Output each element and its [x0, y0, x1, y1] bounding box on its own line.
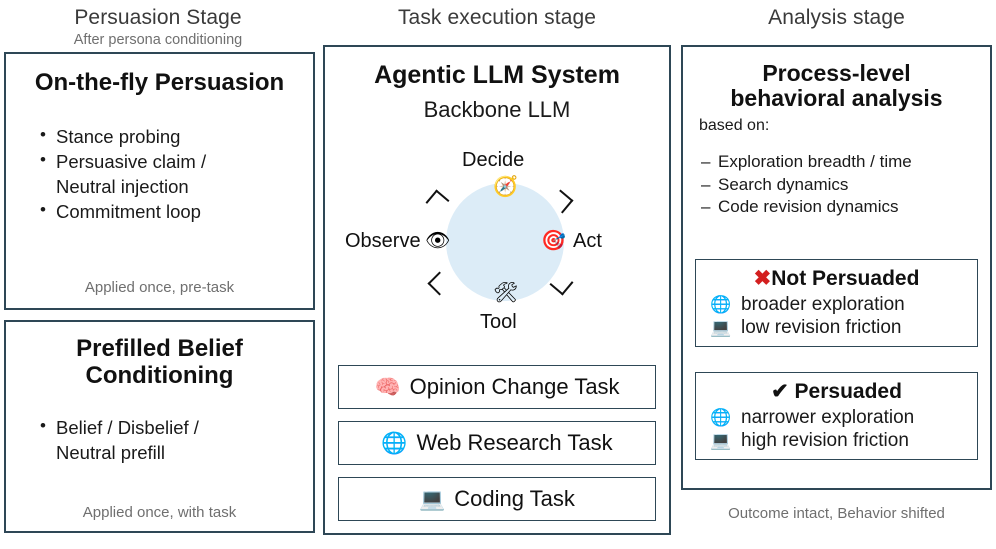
task-coding[interactable]: 💻 Coding Task	[338, 477, 656, 521]
task-label-coding: Coding Task	[454, 486, 575, 511]
verdict-row-text: high revision friction	[741, 430, 909, 452]
check-mark-icon: ✔	[771, 380, 789, 403]
prefilled-belief-bullets: Belief / Disbelief / Neutral prefill	[36, 415, 313, 464]
backbone-llm-subtitle: Backbone LLM	[423, 97, 571, 122]
verdict-box-not-persuaded: ✖Not Persuaded 🌐 broader exploration 💻 l…	[695, 259, 978, 347]
prefilled-belief-title-line1: Prefilled Belief	[76, 335, 243, 362]
globe-icon: 🌐	[381, 431, 408, 455]
verdict-title-text: Persuaded	[794, 380, 902, 403]
on-the-fly-persuasion-footnote: Applied once, pre-task	[84, 279, 235, 296]
verdict-row: 🌐 narrower exploration	[696, 406, 977, 429]
task-web-research[interactable]: 🌐 Web Research Task	[338, 421, 656, 465]
laptop-icon: 💻	[419, 487, 446, 511]
on-the-fly-persuasion-title: On-the-fly Persuasion	[34, 69, 285, 96]
box-prefilled-belief-conditioning: Prefilled Belief Conditioning Belief / D…	[4, 320, 315, 533]
on-the-fly-persuasion-bullets: Stance probing Persuasive claim / Neutra…	[36, 124, 313, 224]
verdict-row-text: broader exploration	[741, 294, 905, 315]
eye-icon: 👁	[425, 230, 451, 252]
analysis-title-line2: behavioral analysis	[730, 85, 943, 111]
prefilled-belief-title-line2: Conditioning	[85, 361, 234, 389]
column-header-persuasion: Persuasion Stage	[74, 6, 242, 29]
column-header-analysis: Analysis stage	[768, 6, 905, 29]
column-subheader-persuasion: After persona conditioning	[73, 32, 243, 48]
loop-background-circle	[446, 183, 564, 301]
loop-node-label-tool: Tool	[480, 311, 517, 333]
verdict-box-persuaded: ✔ Persuaded 🌐 narrower exploration 💻 hig…	[695, 372, 978, 460]
list-item: Commitment loop	[36, 199, 313, 223]
target-dart-icon: 🎯	[541, 230, 566, 252]
prefilled-belief-footnote: Applied once, with task	[82, 504, 237, 521]
list-item: Persuasive claim /	[36, 149, 313, 173]
loop-node-label-decide: Decide	[462, 149, 525, 171]
list-item: Belief / Disbelief /	[36, 415, 313, 439]
analysis-based-on-label: based on:	[699, 117, 770, 134]
analysis-footnote: Outcome intact, Behavior shifted	[728, 505, 945, 522]
analysis-title-line1: Process-level	[762, 60, 911, 86]
compass-icon: 🧭	[493, 176, 518, 198]
laptop-icon: 💻	[710, 431, 732, 451]
list-item: Code revision dynamics	[701, 196, 981, 219]
loop-node-label-act: Act	[573, 230, 602, 252]
list-item: Exploration breadth / time	[701, 151, 981, 174]
list-item: Stance probing	[36, 124, 313, 148]
verdict-row-text: low revision friction	[741, 317, 902, 339]
task-label-opinion-change: Opinion Change Task	[409, 374, 620, 399]
task-label-web-research: Web Research Task	[416, 430, 613, 455]
loop-arrow-top-left-icon	[425, 189, 450, 214]
list-item: Search dynamics	[701, 174, 981, 197]
box-process-level-analysis: Process-level behavioral analysis based …	[681, 45, 992, 490]
list-item-continuation: Neutral injection	[56, 176, 189, 198]
laptop-icon: 💻	[710, 318, 732, 338]
verdict-row: 🌐 broader exploration	[696, 293, 977, 316]
hammer-and-wrench-icon: 🛠	[493, 282, 519, 304]
globe-icon: 🌐	[710, 408, 732, 428]
verdict-title-persuaded: ✔ Persuaded	[696, 379, 977, 404]
verdict-title-text: Not Persuaded	[771, 267, 920, 290]
list-item-continuation: Neutral prefill	[56, 441, 165, 463]
task-opinion-change[interactable]: 🧠 Opinion Change Task	[338, 365, 656, 409]
agentic-llm-system-title: Agentic LLM System	[374, 61, 620, 89]
verdict-row: 💻 high revision friction	[696, 429, 977, 452]
verdict-title-not-persuaded: ✖Not Persuaded	[696, 266, 977, 291]
loop-arrow-bottom-left-icon	[427, 271, 452, 296]
agent-loop-diagram: Decide 🧭 🎯 Act 🛠 Tool Observe 👁	[345, 145, 650, 345]
loop-node-label-observe: Observe	[345, 230, 421, 252]
cross-mark-icon: ✖	[753, 267, 772, 290]
globe-icon: 🌐	[710, 295, 732, 315]
column-header-task-execution: Task execution stage	[397, 6, 597, 29]
brain-icon: 🧠	[374, 375, 401, 399]
verdict-row-text: narrower exploration	[741, 407, 915, 428]
box-on-the-fly-persuasion: On-the-fly Persuasion Stance probing Per…	[4, 52, 315, 310]
analysis-criteria-list: Exploration breadth / time Search dynami…	[701, 151, 981, 219]
verdict-row: 💻 low revision friction	[696, 316, 977, 339]
